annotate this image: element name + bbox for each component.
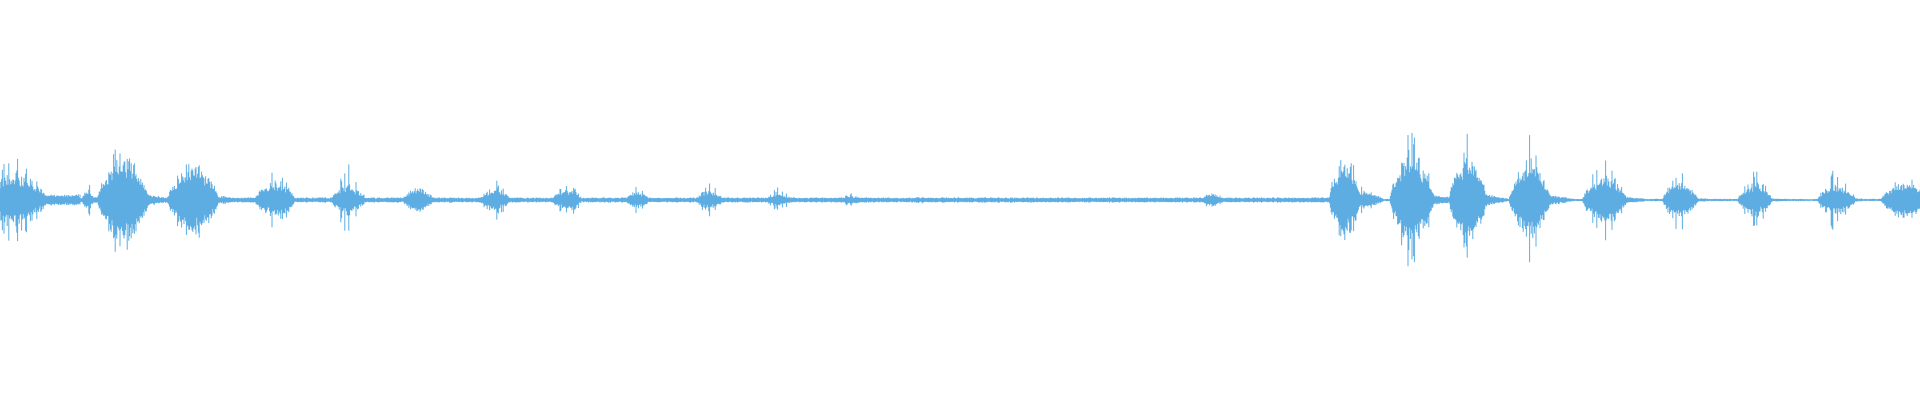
audio-waveform — [0, 132, 1920, 267]
